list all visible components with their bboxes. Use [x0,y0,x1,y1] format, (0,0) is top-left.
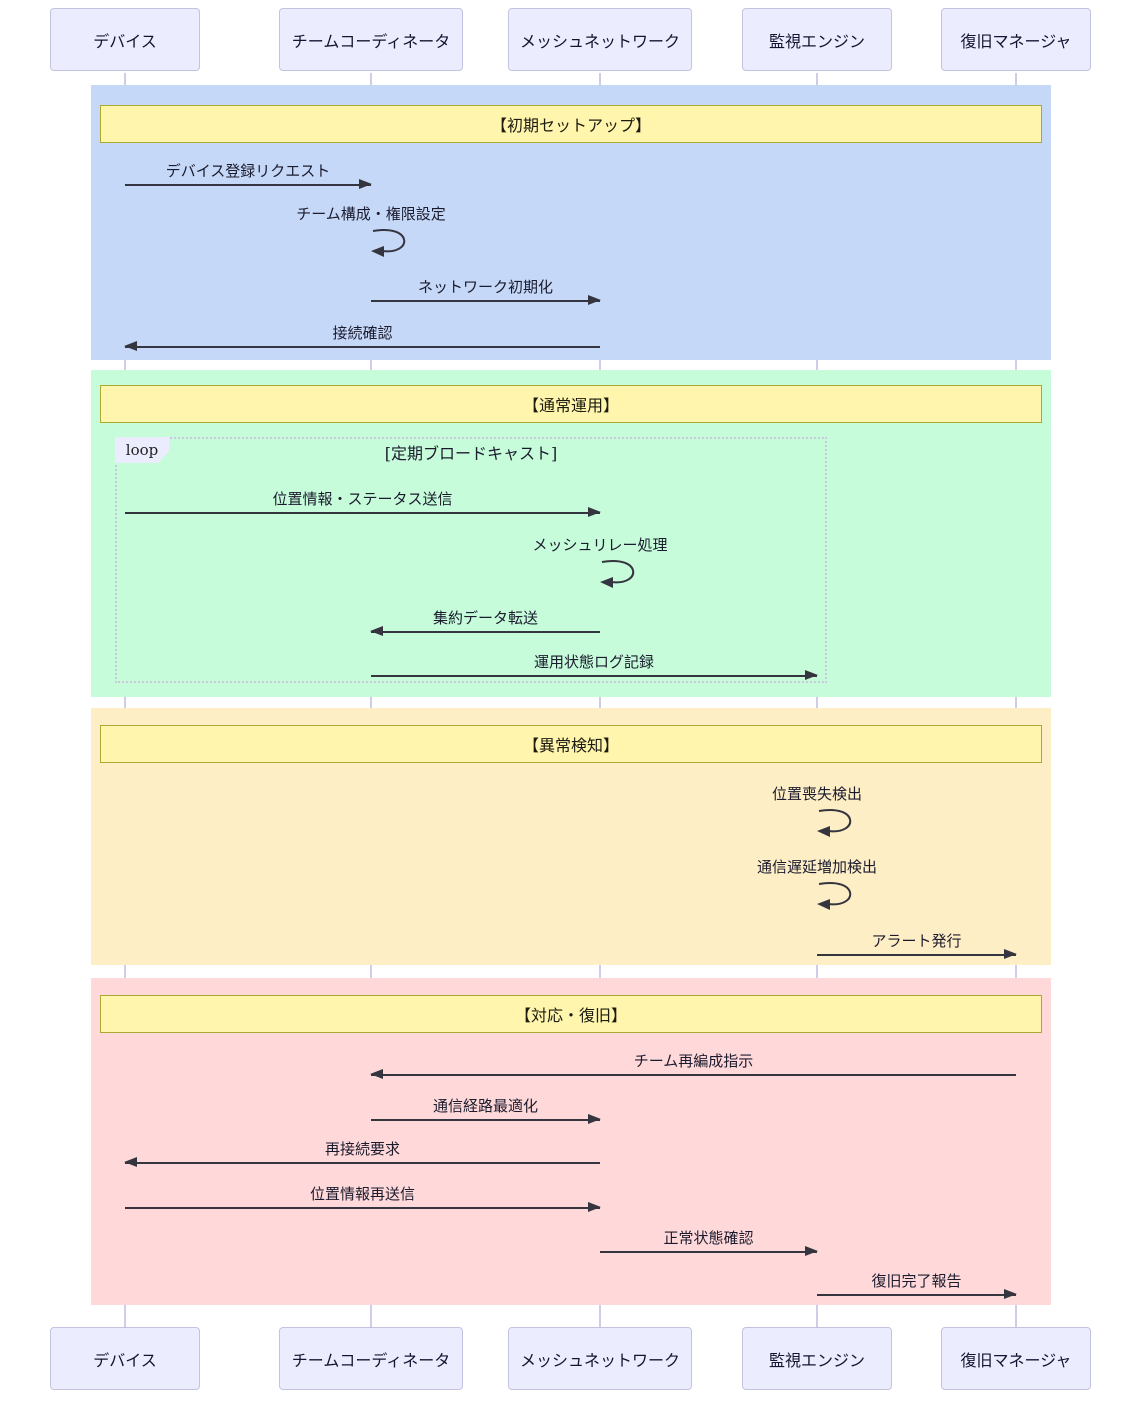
participant-mesh-network-bottom: メッシュネットワーク [508,1327,692,1390]
participant-device-top: デバイス [50,8,200,71]
message-label: 再接続要求 [324,1140,400,1158]
message-arrow-left [124,1157,600,1167]
participant-label: チームコーディネータ [291,1350,451,1370]
message-normal-state-confirm: 正常状態確認 [600,1229,818,1256]
lifeline-device [124,73,126,1327]
message-label: 位置情報・ステータス送信 [272,490,453,508]
message-position-loss-self: 位置喪失検出 [667,785,967,838]
message-operation-log: 運用状態ログ記録 [371,653,818,680]
message-latency-increase-self: 通信遅延増加検出 [667,858,967,911]
message-arrow-right [817,1289,1017,1299]
message-arrow-left [370,1069,1016,1079]
message-label: アラート発行 [871,932,962,950]
message-label: 位置喪失検出 [771,785,862,803]
participant-label: 復旧マネージャ [960,31,1072,51]
message-mesh-relay-self: メッシュリレー処理 [450,536,750,589]
phase-normal-operation-rect [91,370,1051,697]
self-loop-arrow [817,881,852,910]
banner-label: 【初期セットアップ】 [490,116,651,135]
participant-monitoring-engine-bottom: 監視エンジン [742,1327,892,1390]
participant-label: 監視エンジン [768,31,865,51]
message-reconnect-request: 再接続要求 [124,1140,600,1167]
message-team-config-self: チーム構成・権限設定 [221,205,521,258]
message-aggregated-data-transfer: 集約データ転送 [370,609,600,636]
message-team-reorg-order: チーム再編成指示 [370,1052,1016,1079]
message-label: チーム構成・権限設定 [296,205,446,223]
message-network-init: ネットワーク初期化 [371,278,601,305]
participant-label: 監視エンジン [768,1350,865,1370]
participant-label: メッシュネットワーク [519,1350,680,1370]
banner-normal-operation: 【通常運用】 [100,385,1042,423]
message-arrow-left [370,626,600,636]
participant-label: メッシュネットワーク [519,31,680,51]
message-device-registration: デバイス登録リクエスト [125,162,372,189]
message-position-resend: 位置情報再送信 [125,1185,601,1212]
message-label: 通信遅延増加検出 [756,858,877,876]
self-loop-arrow [371,228,406,257]
message-arrow-right [371,295,601,305]
participant-label: デバイス [93,31,157,51]
participant-device-bottom: デバイス [50,1327,200,1390]
message-arrow-right [600,1246,818,1256]
participant-team-coordinator-bottom: チームコーディネータ [279,1327,463,1390]
banner-label: 【通常運用】 [522,396,619,415]
message-label: 正常状態確認 [663,1229,754,1247]
message-label: 集約データ転送 [432,609,538,627]
message-arrow-right [125,179,372,189]
message-alert-issue: アラート発行 [817,932,1017,959]
banner-label: 【対応・復旧】 [514,1006,627,1025]
message-arrow-right [125,507,601,517]
lifeline-monitoring-engine [816,73,818,1327]
message-label: 復旧完了報告 [871,1272,962,1290]
lifeline-recovery-manager [1015,73,1017,1327]
message-arrow-right [371,1114,601,1124]
message-label: メッシュリレー処理 [532,536,668,554]
message-label: 通信経路最適化 [432,1097,538,1115]
message-arrow-left [124,341,600,351]
message-arrow-right [371,670,818,680]
participant-recovery-manager-top: 復旧マネージャ [941,8,1091,71]
message-connection-check: 接続確認 [124,324,600,351]
message-label: ネットワーク初期化 [417,278,553,296]
message-arrow-right [125,1202,601,1212]
loop-frame [115,437,827,683]
message-position-status-send: 位置情報・ステータス送信 [125,490,601,517]
message-recovery-complete-report: 復旧完了報告 [817,1272,1017,1299]
message-route-optimization: 通信経路最適化 [371,1097,601,1124]
participant-label: デバイス [93,1350,157,1370]
self-loop-arrow [600,559,635,588]
banner-initial-setup: 【初期セットアップ】 [100,105,1042,143]
participant-team-coordinator-top: チームコーディネータ [279,8,463,71]
banner-response-recovery: 【対応・復旧】 [100,995,1042,1033]
message-arrow-right [817,949,1017,959]
banner-anomaly-detection: 【異常検知】 [100,725,1042,763]
participant-monitoring-engine-top: 監視エンジン [742,8,892,71]
loop-tag: loop [115,437,169,463]
self-loop-arrow [817,808,852,837]
loop-tag-label: loop [125,441,159,459]
message-label: チーム再編成指示 [633,1052,754,1070]
banner-label: 【異常検知】 [522,736,619,755]
message-label: 接続確認 [332,324,393,342]
lifeline-mesh-network [599,73,601,1327]
message-label: 位置情報再送信 [309,1185,415,1203]
lifeline-team-coordinator [370,73,372,1327]
message-label: 運用状態ログ記録 [533,653,654,671]
loop-condition: [定期ブロードキャスト] [384,444,558,463]
participant-mesh-network-top: メッシュネットワーク [508,8,692,71]
participant-label: 復旧マネージャ [960,1350,1072,1370]
message-label: デバイス登録リクエスト [165,162,331,180]
participant-recovery-manager-bottom: 復旧マネージャ [941,1327,1091,1390]
participant-label: チームコーディネータ [291,31,451,51]
